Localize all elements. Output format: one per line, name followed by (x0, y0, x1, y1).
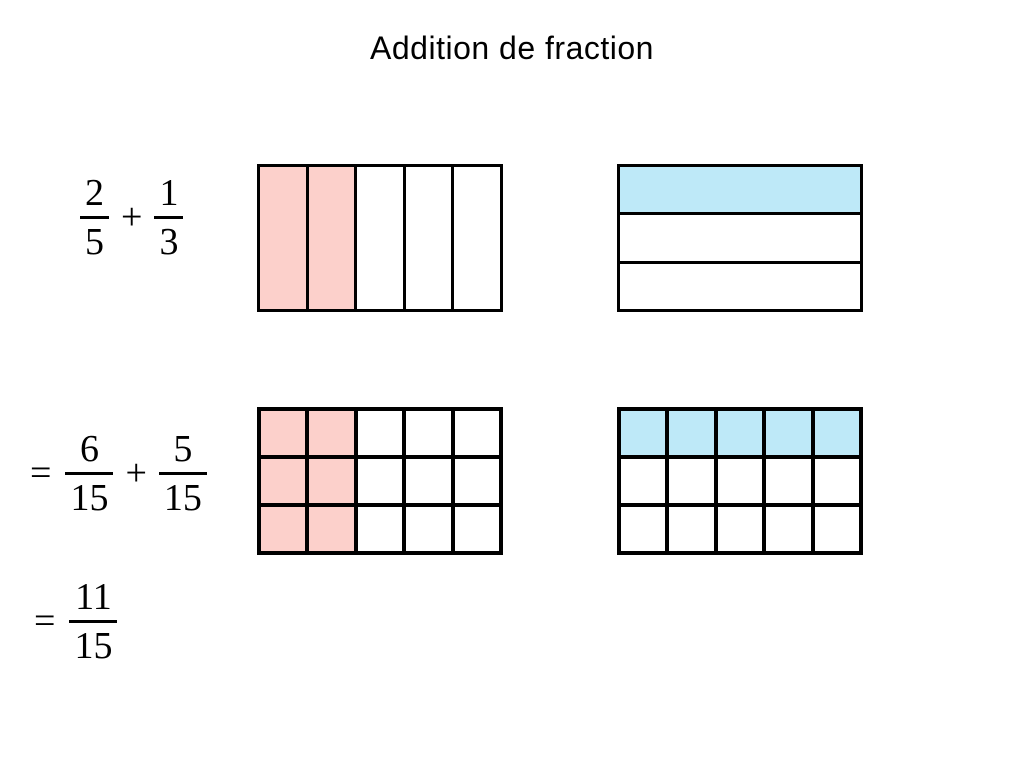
grid-cell (814, 459, 859, 503)
grid-cell (717, 411, 763, 455)
grid-cell (814, 411, 859, 455)
diagram-two-fifths-strips (257, 164, 503, 312)
grid-cell (261, 411, 306, 455)
expression-step3: = 11 15 (34, 578, 118, 665)
grid-cell (620, 263, 860, 309)
grid-cell (454, 459, 499, 503)
grid-cell (406, 411, 451, 455)
grid-cell (814, 507, 859, 551)
expression-step1: 2 5 + 1 3 (80, 174, 184, 261)
numerator: 11 (75, 575, 112, 618)
grid-cell (621, 459, 666, 503)
grid-cell (717, 507, 763, 551)
grid-cell (406, 507, 451, 551)
grid-cell (766, 459, 811, 503)
grid-cell (766, 507, 811, 551)
equals-sign: = (34, 600, 56, 642)
fraction-eleven-fifteenths: 11 15 (69, 575, 118, 667)
grid-cell (406, 459, 451, 503)
grid-cell (405, 167, 452, 309)
expression-step2: = 6 15 + 5 15 (30, 430, 207, 517)
grid-cell (308, 167, 355, 309)
grid-cell (357, 167, 403, 309)
fraction-bar (69, 619, 118, 623)
plus-operator: + (125, 452, 147, 494)
grid-cell (669, 411, 714, 455)
fraction-one-third: 1 3 (154, 171, 184, 263)
grid-cell (309, 459, 354, 503)
numerator: 1 (159, 171, 179, 214)
grid-cell (260, 167, 306, 309)
grid-cell (669, 507, 714, 551)
grid-cell (621, 411, 666, 455)
denominator: 15 (163, 476, 202, 519)
grid-cell (309, 507, 354, 551)
grid-cell (620, 167, 860, 213)
grid-cell (309, 411, 354, 455)
fraction-five-fifteenths: 5 15 (158, 427, 207, 519)
fraction-two-fifths: 2 5 (80, 174, 109, 261)
diagram-six-fifteenths-grid (257, 407, 503, 555)
plus-operator: + (121, 196, 143, 238)
grid-cell (261, 459, 306, 503)
denominator: 5 (85, 220, 104, 263)
grid-cell (766, 411, 811, 455)
grid-cell (454, 167, 500, 309)
diagram-five-fifteenths-grid (617, 407, 863, 555)
grid-cell (669, 459, 714, 503)
numerator: 2 (85, 171, 104, 214)
grid-cell (620, 215, 860, 261)
fraction-bar (80, 215, 109, 219)
grid-cell (357, 507, 403, 551)
grid-cell (261, 507, 306, 551)
grid-cell (621, 507, 666, 551)
grid-cell (357, 411, 403, 455)
grid-cell (454, 507, 499, 551)
equals-sign: = (30, 452, 52, 494)
grid-cell (357, 459, 403, 503)
denominator: 15 (70, 476, 109, 519)
fraction-bar (154, 215, 184, 219)
fraction-six-fifteenths: 6 15 (65, 427, 114, 519)
fraction-bar (158, 471, 207, 475)
grid-cell (454, 411, 499, 455)
denominator: 3 (159, 220, 179, 263)
diagram-one-third-strips (617, 164, 863, 312)
denominator: 15 (74, 624, 113, 667)
fraction-bar (65, 471, 114, 475)
numerator: 5 (173, 427, 193, 470)
numerator: 6 (79, 427, 99, 470)
page-title: Addition de fraction (370, 30, 654, 66)
grid-cell (717, 459, 763, 503)
